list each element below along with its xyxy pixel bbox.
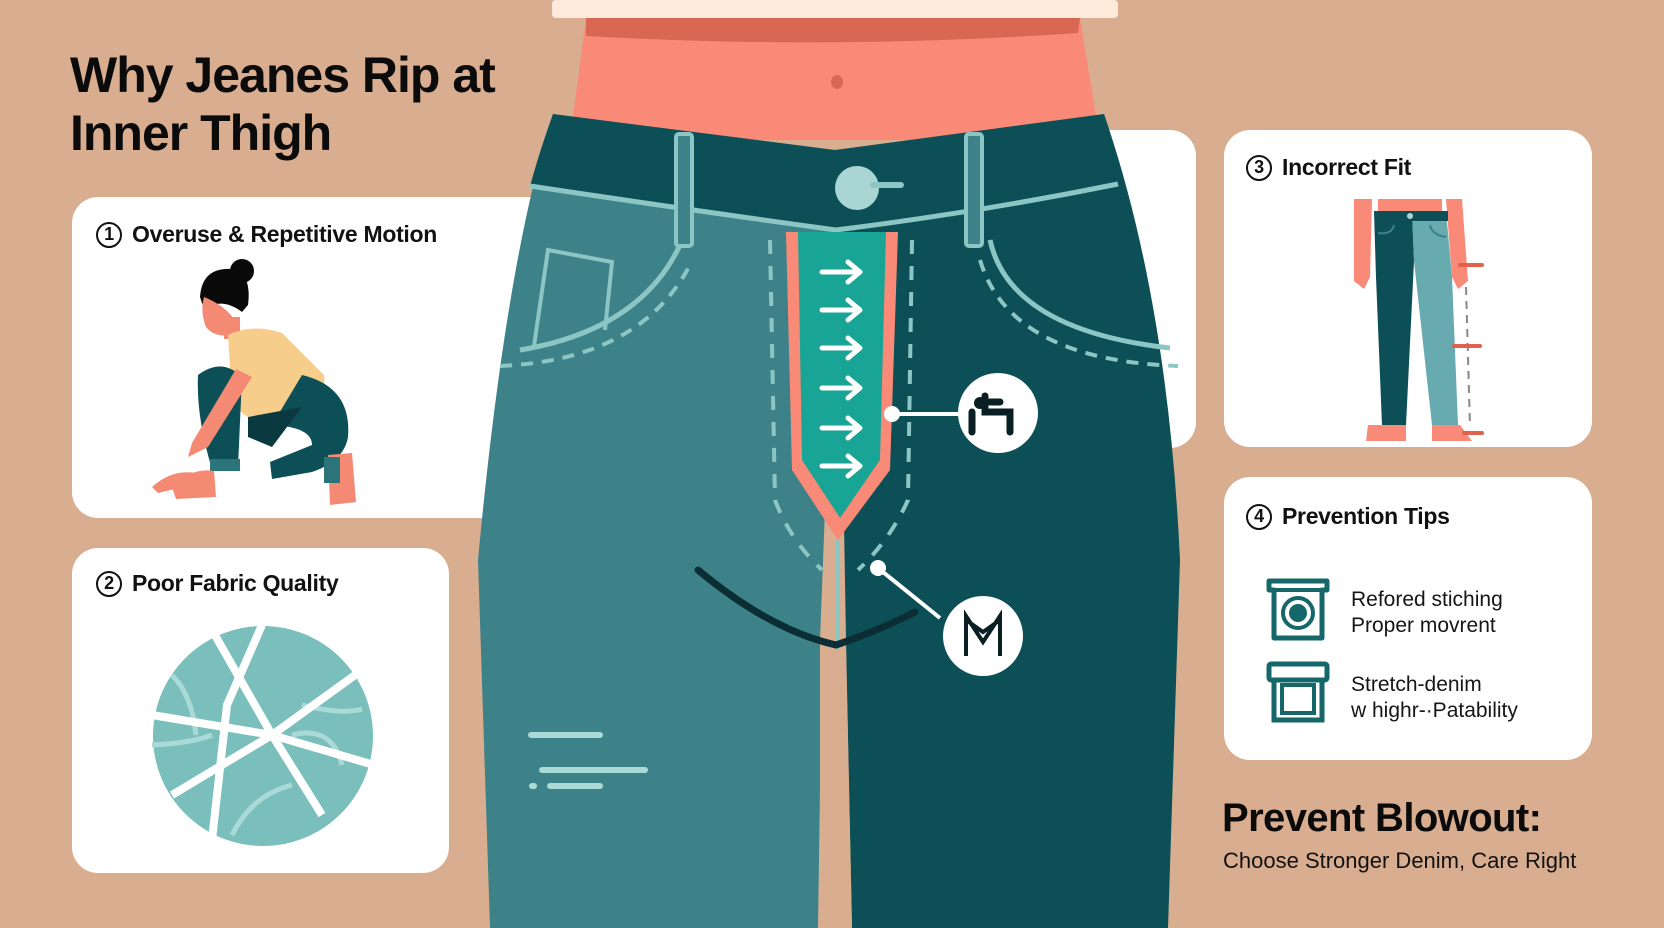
crouching-person-illustration	[152, 259, 356, 505]
jeans-fit-measurement-illustration	[1354, 199, 1484, 441]
tip-item-2: Stretch-denim w highr-·Patability	[1351, 672, 1518, 724]
card-prevention-tips: 4 Prevention Tips Refored stiching Prope…	[1224, 477, 1592, 760]
number-badge: 1	[96, 221, 122, 248]
box-icon	[1266, 661, 1330, 723]
number-badge: 2	[96, 570, 122, 597]
number-badge: 3	[1246, 154, 1272, 181]
card-title-text: Prevention Tips	[1282, 503, 1450, 529]
tip-2-line2: w highr-·Patability	[1351, 699, 1518, 722]
tip-1-line2: Proper movrent	[1351, 614, 1496, 637]
footer-headline: Prevent Blowout:	[1222, 796, 1542, 840]
card-title-text: Overuse & Repetitive Motion	[132, 221, 438, 247]
tip-2-line1: Stretch-denim	[1351, 673, 1482, 696]
card-fabric-quality: 2 Poor Fabric Quality	[72, 548, 449, 873]
footer-subline: Choose Stronger Denim, Care Right	[1223, 848, 1577, 873]
jeans-inner-thigh-stress-diagram	[478, 0, 1180, 928]
tip-1-line1: Refored stiching	[1351, 588, 1503, 611]
card-title-text: Poor Fabric Quality	[132, 570, 339, 596]
tip-item-1: Refored stiching Proper movrent	[1351, 587, 1503, 639]
card-fabric-title: 2 Poor Fabric Quality	[96, 570, 339, 597]
friction-m-icon	[943, 596, 1023, 676]
card-incorrect-fit: 3 Incorrect Fit	[1224, 130, 1592, 447]
card-overuse-title: 1 Overuse & Repetitive Motion	[96, 221, 437, 248]
cracked-fabric-circle-illustration	[151, 623, 376, 846]
number-badge: 4	[1246, 503, 1272, 530]
card-title-text: Incorrect Fit	[1282, 154, 1412, 180]
card-fit-title: 3 Incorrect Fit	[1246, 154, 1411, 181]
page-title-line1: Why Jeanes Rip at	[70, 47, 496, 103]
card-tips-title: 4 Prevention Tips	[1246, 503, 1450, 530]
page-title: Why Jeanes Rip at Inner Thigh	[70, 46, 496, 162]
washing-machine-icon	[1266, 578, 1330, 641]
page-title-line2: Inner Thigh	[70, 105, 332, 161]
